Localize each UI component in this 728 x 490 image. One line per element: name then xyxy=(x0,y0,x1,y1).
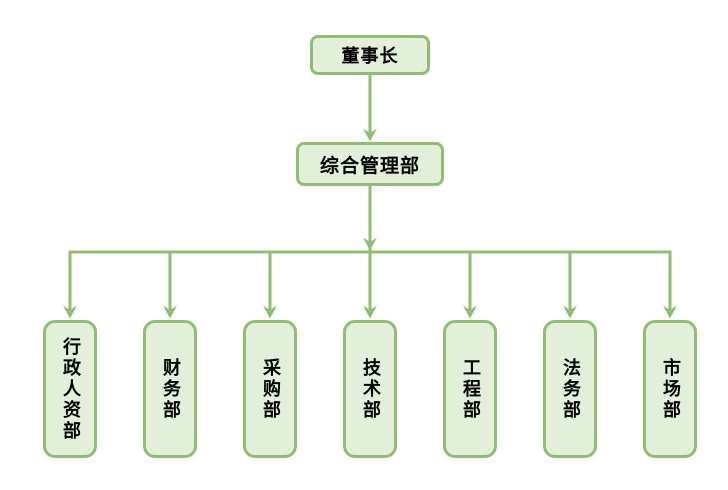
arrow-to-dept-2 xyxy=(263,252,277,319)
arrow-management-to-bus xyxy=(363,186,377,257)
org-node-engineering-dept: 工程部 xyxy=(443,320,497,458)
arrow-to-dept-5 xyxy=(563,252,577,319)
arrow-to-dept-3 xyxy=(363,252,377,319)
arrow-chairman-to-management xyxy=(363,75,377,142)
org-node-finance-dept: 财务部 xyxy=(143,320,197,458)
org-node-admin-hr-dept: 行政人资部 xyxy=(43,320,97,458)
org-node-marketing-dept: 市场部 xyxy=(643,320,697,458)
org-node-chairman: 董事长 xyxy=(310,35,430,75)
arrow-to-dept-4 xyxy=(463,252,477,319)
org-node-technology-dept: 技术部 xyxy=(343,320,397,458)
arrow-to-dept-0 xyxy=(63,252,77,319)
org-node-legal-dept: 法务部 xyxy=(543,320,597,458)
arrow-to-dept-6 xyxy=(663,252,677,319)
org-node-general-management-dept: 综合管理部 xyxy=(296,142,444,186)
arrow-to-dept-1 xyxy=(163,252,177,319)
org-node-procurement-dept: 采购部 xyxy=(243,320,297,458)
